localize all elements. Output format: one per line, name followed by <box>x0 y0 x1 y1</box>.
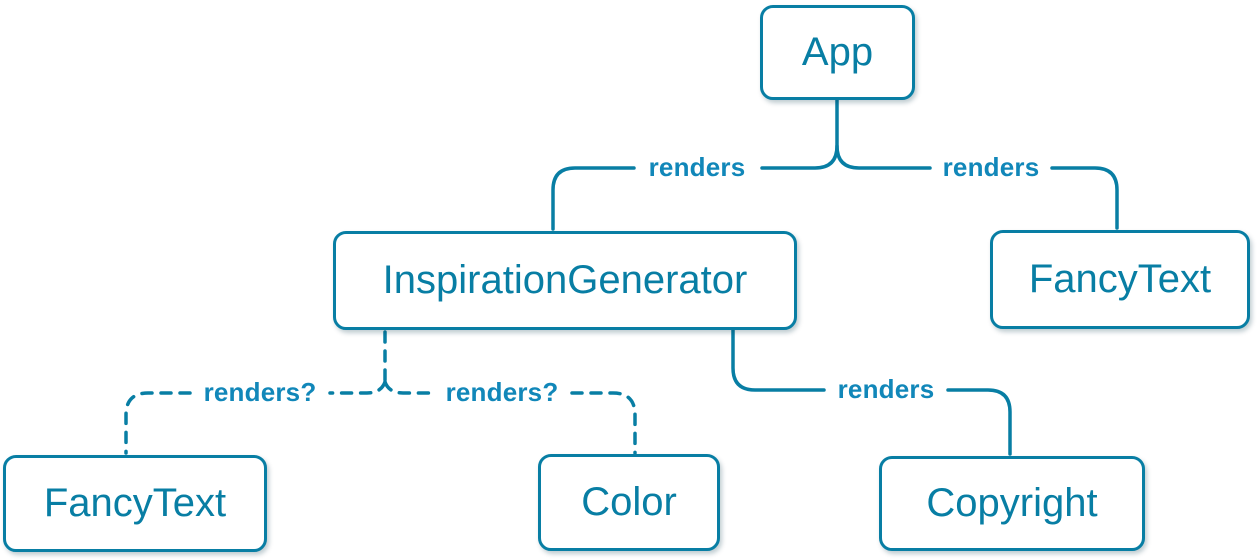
node-fancy-text-top: FancyText <box>990 230 1250 329</box>
edge-label-renders-question-left: renders? <box>203 377 317 407</box>
edge-label-renders-question-right: renders? <box>445 377 559 407</box>
node-app-label: App <box>801 30 874 74</box>
node-app: App <box>760 5 915 100</box>
node-color: Color <box>538 454 720 551</box>
node-color-label: Color <box>581 480 677 524</box>
node-inspiration-generator-label: InspirationGenerator <box>382 258 748 302</box>
edge-label-renders-right: renders <box>942 152 1040 182</box>
edge-inspirationgenerator-copyright <box>731 328 1012 456</box>
edge-inspirationgenerator-color <box>383 380 637 455</box>
node-fancy-text-bottom-label: FancyText <box>43 481 227 525</box>
node-fancy-text-bottom: FancyText <box>3 455 267 552</box>
node-inspiration-generator: InspirationGenerator <box>333 231 797 330</box>
edge-label-renders-bottom: renders <box>837 374 935 404</box>
node-fancy-text-top-label: FancyText <box>1028 257 1212 301</box>
node-copyright-label: Copyright <box>926 481 1098 525</box>
edge-app-fancytext <box>835 144 1119 230</box>
edge-label-renders-left: renders <box>648 152 746 182</box>
node-copyright: Copyright <box>879 456 1145 551</box>
